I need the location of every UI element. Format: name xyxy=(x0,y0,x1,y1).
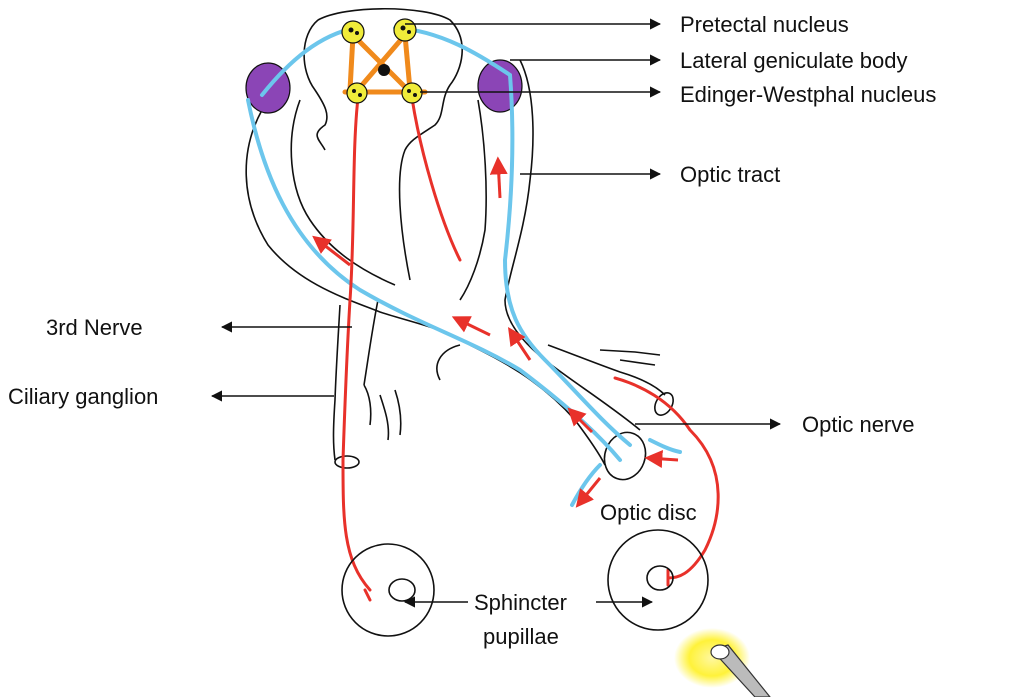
label-optic-disc: Optic disc xyxy=(600,500,697,525)
efferent-direction-arrows xyxy=(312,156,679,508)
label-sphincter-line2: pupillae xyxy=(483,624,559,649)
label-pretectal-nucleus: Pretectal nucleus xyxy=(680,12,849,37)
light-source-icon xyxy=(674,628,771,697)
third-nerve-outline xyxy=(332,299,402,469)
pretectal-nuclei xyxy=(341,18,417,44)
label-sphincter-line1: Sphincter xyxy=(474,590,567,615)
efferent-pathway xyxy=(341,96,720,602)
midline-dot xyxy=(378,64,390,76)
afferent-pathway xyxy=(246,26,682,507)
pretectal-interneurons xyxy=(342,32,428,95)
midbrain-outline xyxy=(303,7,463,281)
leader-lines xyxy=(210,18,782,608)
left-eye xyxy=(341,543,435,637)
label-edinger-westphal-nucleus: Edinger-Westphal nucleus xyxy=(680,82,936,107)
right-eye xyxy=(607,529,709,631)
label-optic-nerve: Optic nerve xyxy=(802,412,915,437)
edinger-westphal-nuclei xyxy=(346,82,423,104)
left-optic-tract-outline xyxy=(245,99,471,346)
label-third-nerve: 3rd Nerve xyxy=(46,315,143,340)
right-optic-tract-outline xyxy=(459,59,641,431)
label-optic-tract: Optic tract xyxy=(680,162,780,187)
label-lateral-geniculate-body: Lateral geniculate body xyxy=(680,48,908,73)
label-ciliary-ganglion: Ciliary ganglion xyxy=(8,384,158,409)
